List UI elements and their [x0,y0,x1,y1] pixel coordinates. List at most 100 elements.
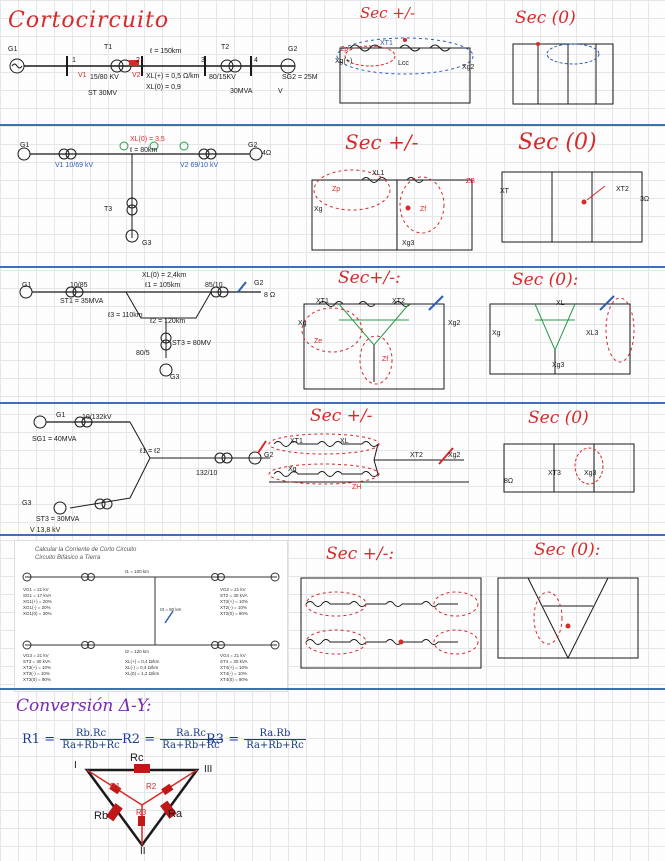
separator-4 [0,534,665,536]
printed-param: XT2(0) = 90% [220,611,248,616]
printed-param: XT3(0) = 90% [23,677,51,682]
printed-caption-2: Circuito Bifásico a Tierra [35,555,101,561]
sec4-zh: ZH [352,484,362,491]
triangle-node-2: II [140,846,146,857]
printed-param: VG3 = 21 kV [23,653,49,658]
sec1-xg2: Xg2 [462,64,475,71]
triangle-node-3: III [204,764,213,775]
sec2-xg: Xg [314,206,323,213]
sec4-v: V 13,8 kV [30,527,61,534]
printed-param: XG1(+) = 20% [23,599,52,604]
sec1-t1-ratio: 15/80 KV [90,74,119,81]
sec4-xg3: Xg3 [584,470,597,477]
sec3-g3-label: G3 [170,374,180,381]
sec5-positive-title: Sec +/-: [326,544,395,564]
triangle-node-1: I [74,760,77,771]
sec2-xl: XL(0) = 3,5 [130,136,165,143]
sec3-l2: ℓ2 = 120km [150,318,186,325]
sec1-line-length: ℓ = 150km [150,48,182,55]
printed-param: XT2(+) = 10% [220,599,249,604]
sec3-xg3: Xg3 [552,362,565,369]
formula-r3-numerator: Ra.Rb [244,728,306,740]
separator-1 [0,124,665,126]
sec4-r: 8Ω [504,478,514,485]
sec2-r2: 3Ω [640,196,650,203]
sec3-t3: 80/5 [136,350,150,357]
sec3-g2-label: G2 [254,280,264,287]
sec3-l3: ℓ3 = 110km [108,312,143,319]
sec4-zero-sequence-circuit [503,443,635,493]
sec2-g2-label: G2 [248,142,258,149]
sec3-xt1: XT1 [316,298,329,305]
triangle-r2: R2 [146,782,157,791]
formula-r1-denominator: Ra+Rb+Rc [62,740,120,751]
sec3-zero-sequence-circuit [489,295,635,375]
triangle-ra: Ra [168,808,183,820]
sec1-zero-title: Sec (0) [515,8,576,28]
sec1-positive-sequence-circuit [336,37,474,104]
sec2-zb: ZB [466,178,475,185]
sec4-xg2: Xg2 [448,452,461,459]
sec2-xt: XT [500,188,509,195]
sec1-node4: 4 [254,57,258,64]
printed-length-top: ℓ1 = 100 km [125,569,149,574]
separator-2 [0,266,665,268]
sec3-xg: Xg [298,320,307,327]
printed-param: VG2 = 21 kV [220,587,246,592]
sec5-zero-sequence-circuit [497,577,639,660]
sec1-lcc: Lcc [398,60,409,67]
triangle-r1: R1 [110,782,121,791]
formula-r1-lhs: R1 = [22,732,56,747]
page-title: Cortocircuito [8,8,170,33]
sec5-zero-title: Sec (0): [534,540,601,560]
formula-r3: R3 = Ra.Rb Ra+Rb+Rc [206,728,306,751]
sec2-zf: Zf [420,206,427,213]
sec2-zp: Zp [332,186,341,193]
sec4-g2-label: G2 [264,452,274,459]
formula-r3-lhs: R3 = [206,732,240,747]
sec3-zero-title: Sec (0): [512,270,579,290]
sec4-xg: Xg [288,466,297,473]
sec1-st1: ST 30MV [88,90,118,97]
sec1-xl-positive: XL(+) = 0,5 Ω/km [146,73,200,80]
printed-param: XL(-) = 0,4 Ω/km [125,665,159,670]
sec4-t2: 132/10 [196,470,218,477]
sec1-st2: 30MVA [230,88,253,95]
sec4-xt3: XT3 [548,470,561,477]
sec1-sg2: SG2 = 25M [282,74,318,81]
sec1-positive-title: Sec +/- [360,4,416,22]
printed-param: XG1(-) = 20% [23,605,51,610]
sec1-g2-label: G2 [288,46,298,53]
printed-param: VG1 = 21 kV [23,587,49,592]
printed-param: XL(+) = 0,4 Ω/km [125,659,160,664]
printed-param: XT3(+) = 10% [23,665,52,670]
sec3-zero-xg: Xg [492,330,501,337]
sec4-sg1: SG1 = 40MVA [32,436,77,443]
sec3-one-line-diagram [19,281,261,377]
sec4-g3-label: G3 [22,500,32,507]
sec3-xline: XL(0) = 2,4km [142,272,187,279]
sec3-r: 8 Ω [264,292,276,299]
formula-r3-denominator: Ra+Rb+Rc [246,740,304,751]
sec3-l1: ℓ1 = 105km [145,282,181,289]
printed-param: ST3 = 30 kVA [23,659,51,664]
sec1-node2: 2 [136,57,140,64]
printed-param: XT3(-) = 10% [23,671,50,676]
sec2-length: ℓ = 80km [130,147,158,154]
triangle-rb: Rb [94,810,109,822]
sec4-one-line-diagram [33,415,270,515]
sec4-xt1: XT1 [290,438,303,445]
printed-param: XT4(0) = 90% [220,677,248,682]
sec3-xt2: XT2 [392,298,405,305]
sec2-r1: 4Ω [262,150,272,157]
triangle-r3: R3 [136,808,147,817]
sec2-xg3: Xg3 [402,240,415,247]
sec2-t3: T3 [104,206,113,213]
printed-caption-1: Calcular la Corriente de Corto Circuito [35,547,137,553]
sec2-zero-sequence-circuit [501,171,643,243]
sec1-v1-label: V1 [78,72,87,79]
